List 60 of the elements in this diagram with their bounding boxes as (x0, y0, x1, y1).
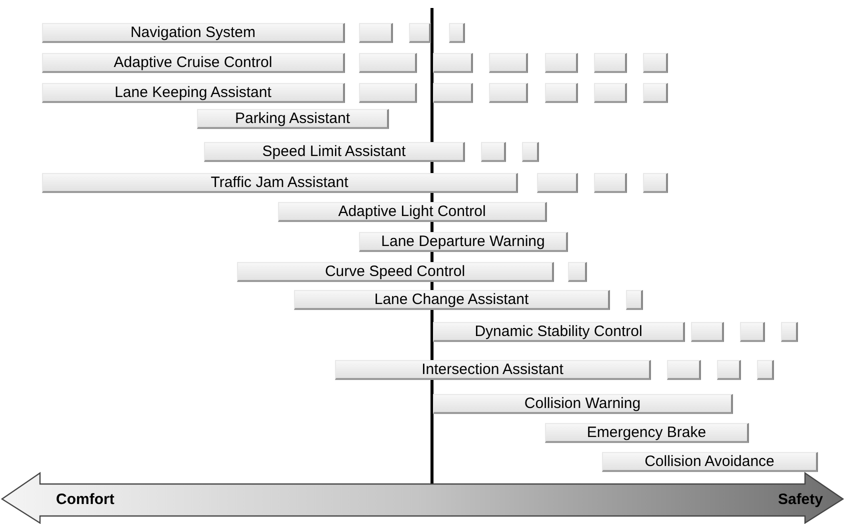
feature-name: Dynamic Stability Control (474, 323, 642, 340)
empty-box (594, 173, 627, 193)
feature-bar (433, 394, 733, 414)
empty-box (409, 23, 431, 43)
empty-box (359, 53, 417, 73)
feature-bar (42, 83, 345, 103)
empty-box (667, 360, 701, 380)
feature-bar (335, 360, 651, 380)
feature-bar (42, 53, 345, 73)
empty-box (537, 173, 578, 193)
empty-box (643, 173, 668, 193)
empty-box (757, 360, 774, 380)
feature-name: Adaptive Light Control (338, 203, 486, 220)
feature-name: Collision Warning (524, 395, 641, 412)
feature-name: Collision Avoidance (644, 453, 774, 470)
empty-box (449, 23, 465, 43)
feature-bar (602, 452, 818, 472)
empty-box (522, 142, 539, 162)
empty-box (643, 83, 668, 103)
feature-name: Lane Change Assistant (374, 291, 529, 308)
feature-name: Lane Departure Warning (381, 233, 545, 250)
feature-name: Traffic Jam Assistant (210, 174, 348, 191)
feature-name: Curve Speed Control (324, 263, 466, 280)
empty-box (781, 322, 798, 342)
empty-box (359, 23, 393, 43)
feature-name: Speed Limit Assistant (262, 143, 406, 160)
feature-bar (359, 232, 568, 252)
feature-bar (197, 109, 389, 129)
feature-bar (294, 290, 610, 310)
feature-name: Intersection Assistant (422, 361, 564, 378)
empty-box (481, 142, 506, 162)
empty-box (489, 83, 528, 103)
feature-bar (42, 23, 345, 43)
feature-bar (433, 322, 685, 342)
empty-box (594, 83, 627, 103)
feature-bar (237, 262, 554, 282)
empty-box (717, 360, 741, 380)
feature-bar (42, 173, 518, 193)
empty-box (626, 290, 643, 310)
empty-box (691, 322, 724, 342)
feature-name: Navigation System (130, 24, 256, 41)
feature-name: Parking Assistant (234, 110, 350, 127)
feature-bar (204, 142, 465, 162)
empty-box (568, 262, 587, 282)
empty-box (489, 53, 528, 73)
feature-name: Emergency Brake (586, 424, 706, 441)
empty-box (740, 322, 765, 342)
empty-box (643, 53, 668, 73)
scale-label: Safety (778, 491, 823, 508)
feature-bar (278, 202, 547, 222)
empty-box (433, 53, 473, 73)
empty-box (433, 83, 473, 103)
empty-box (545, 53, 578, 73)
empty-box (594, 53, 627, 73)
feature-name: Lane Keeping Assistant (114, 84, 272, 101)
empty-box (545, 83, 578, 103)
feature-bar (545, 423, 749, 443)
scale-label: Comfort (56, 491, 114, 508)
feature-name: Adaptive Cruise Control (114, 54, 272, 71)
empty-box (359, 83, 417, 103)
